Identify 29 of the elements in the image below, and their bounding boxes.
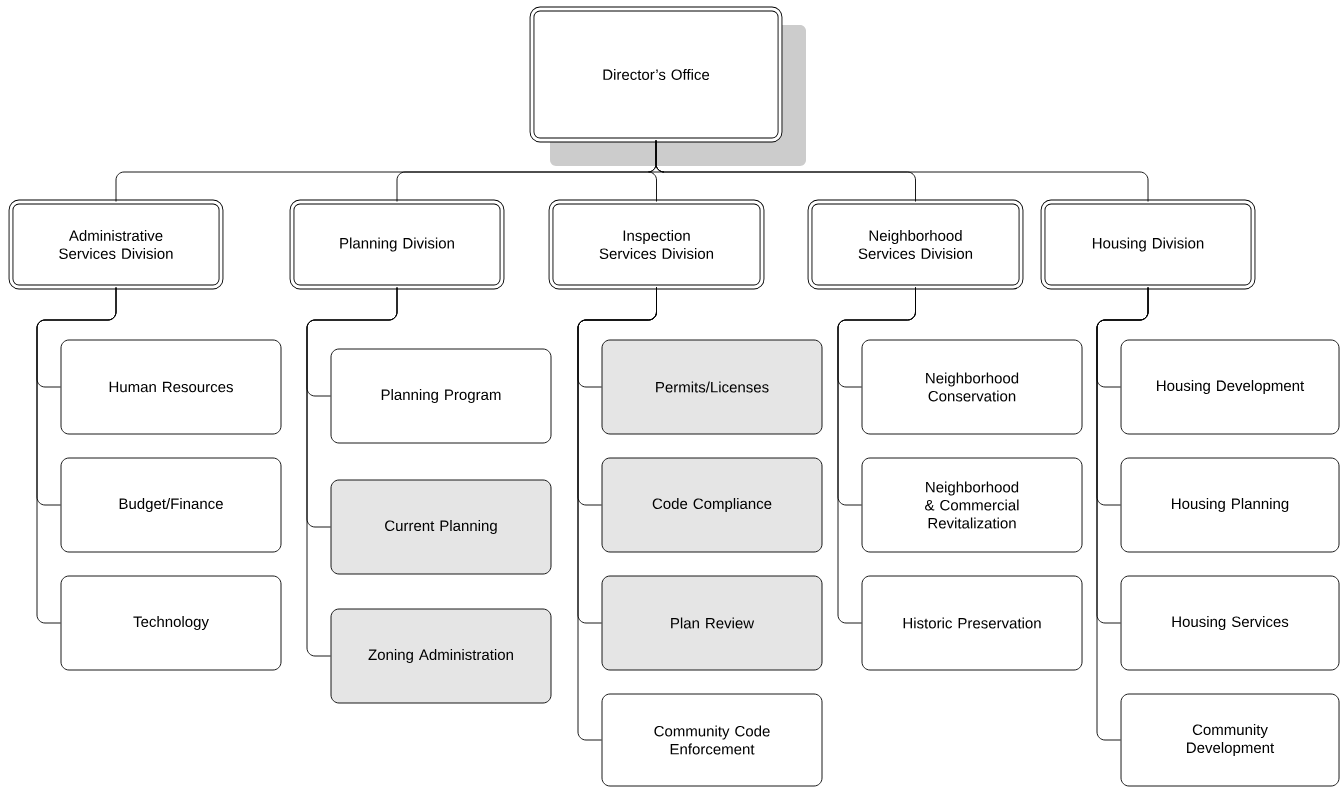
division-box: Neighborhood Services Division bbox=[807, 199, 1024, 290]
unit-box: Housing Planning bbox=[1120, 457, 1340, 553]
connector-line bbox=[1096, 287, 1149, 741]
unit-box: Historic Preservation bbox=[861, 575, 1083, 671]
division-box: Inspection Services Division bbox=[548, 199, 765, 290]
unit-box: Housing Development bbox=[1120, 339, 1340, 435]
division-box: Administrative Services Division bbox=[8, 199, 224, 290]
division-box: Housing Division bbox=[1040, 199, 1256, 290]
unit-box: Current Planning bbox=[330, 479, 552, 575]
unit-box: Permits/Licenses bbox=[601, 339, 823, 435]
connector-line bbox=[837, 287, 916, 624]
unit-box: Neighborhood & Commercial Revitalization bbox=[861, 457, 1083, 553]
unit-box: Neighborhood Conservation bbox=[861, 339, 1083, 435]
unit-box: Plan Review bbox=[601, 575, 823, 671]
unit-box: Planning Program bbox=[330, 348, 552, 444]
unit-box: Human Resources bbox=[60, 339, 282, 435]
unit-box: Code Compliance bbox=[601, 457, 823, 553]
director-box: Director’s Office bbox=[529, 6, 806, 166]
unit-box: Housing Services bbox=[1120, 575, 1340, 671]
unit-box: Technology bbox=[60, 575, 282, 671]
connector-line bbox=[655, 140, 1149, 202]
connector-line bbox=[306, 287, 398, 657]
connector-line bbox=[577, 287, 657, 741]
unit-box: Zoning Administration bbox=[330, 608, 552, 704]
unit-box: Community Development bbox=[1120, 693, 1340, 787]
unit-box: Community Code Enforcement bbox=[601, 693, 823, 787]
connector-line bbox=[36, 287, 117, 624]
division-box: Planning Division bbox=[289, 199, 505, 290]
unit-box: Budget/Finance bbox=[60, 457, 282, 553]
